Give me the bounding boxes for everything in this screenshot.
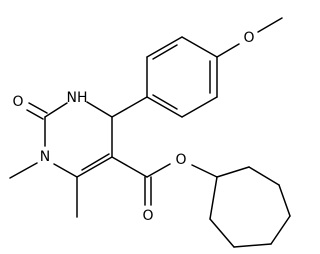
- bond-n1-methyl: [9, 162, 38, 179]
- atom-label-nh: NH: [67, 90, 88, 106]
- bond-c2-o-double-a: [26, 109, 44, 120]
- bond-c2-o-double-b: [28, 102, 48, 114]
- bond-c5-ester-c: [111, 156, 148, 178]
- bond-benzene-inner-2: [152, 94, 178, 110]
- bond-methoxy-methyl: [257, 17, 283, 33]
- bond-ester-c-o: [146, 163, 171, 178]
- atom-label-n-methyl: N: [40, 149, 50, 165]
- atom-label-o-ester: O: [175, 152, 186, 168]
- bond-benzene-1: [181, 36, 218, 58]
- bond-benzene-inner-1: [152, 44, 178, 60]
- chemical-structure-diagram: O NH O N O O: [9, 17, 291, 248]
- atom-label-o-methoxy: O: [243, 30, 254, 46]
- bond-cycloheptyl-1: [216, 166, 250, 178]
- bond-n1-c6: [53, 163, 78, 178]
- bond-cycloheptyl-3: [278, 184, 291, 217]
- bond-benzene-5: [181, 96, 218, 118]
- bond-cycloheptyl-5: [233, 243, 272, 248]
- bond-cycloheptyl-6: [209, 218, 235, 248]
- bond-cycloheptyl-7: [209, 176, 218, 220]
- atom-label-o-ester-carbonyl: O: [142, 208, 153, 224]
- bond-aryl-c4: [111, 96, 148, 118]
- bond-ester-o-cy: [191, 164, 218, 178]
- bond-n3-c2: [44, 102, 68, 118]
- bond-benzene-4: [146, 96, 183, 118]
- bond-c6-c5-double: [81, 153, 110, 171]
- bond-c6-c5: [76, 156, 113, 178]
- atom-label-o-carbonyl: O: [12, 94, 23, 110]
- bond-cycloheptyl-2: [248, 166, 280, 186]
- bond-methoxy-o-aryl: [216, 43, 240, 58]
- bond-c4-n3: [86, 101, 113, 118]
- bond-benzene-2: [146, 36, 183, 58]
- bond-cycloheptyl-4: [270, 215, 291, 245]
